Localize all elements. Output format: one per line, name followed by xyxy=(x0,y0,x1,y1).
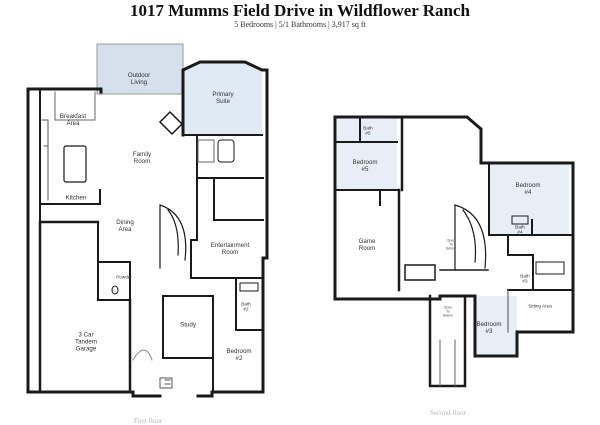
room-label-dining-area: Dining Area xyxy=(116,219,134,233)
room-label-kitchen: Kitchen xyxy=(65,194,87,202)
powder-toilet xyxy=(111,285,119,295)
room-label-powder: Powder xyxy=(116,274,132,280)
breakfast-bay xyxy=(54,91,96,121)
entry-door-swing xyxy=(132,349,153,361)
bath-3-walls xyxy=(507,254,574,291)
room-label-bath-5: Bath #5 xyxy=(363,125,373,136)
kitchen-counter xyxy=(41,119,49,201)
room-label-bath-3: Bath #3 xyxy=(520,273,530,284)
open-to-below-2-rail xyxy=(439,339,456,387)
room-label-bath-4: Bath #4 xyxy=(515,224,525,235)
primary-suite-fill xyxy=(183,62,262,135)
entertainment-room-walls xyxy=(190,277,264,331)
room-label-open-to-below-2: Open To Below xyxy=(443,305,453,319)
first-floor-stair xyxy=(159,204,187,269)
second-floor-plan xyxy=(333,115,575,388)
bedroom-4-walls xyxy=(488,162,574,256)
open-to-below-void xyxy=(397,115,404,292)
room-label-study: Study xyxy=(180,321,196,329)
landing-rail xyxy=(404,264,489,281)
room-label-primary-suite: Primary Suite xyxy=(212,91,234,105)
bedroom-4-fill xyxy=(489,163,569,235)
primary-tub xyxy=(217,139,235,163)
room-label-sitting-area: Sitting Area xyxy=(528,303,552,309)
room-label-entertainment-room: Entertainment Room xyxy=(210,242,250,256)
garage-walls xyxy=(38,220,132,394)
room-label-bedroom-5: Bedroom #5 xyxy=(352,159,378,173)
room-label-outdoor-living: Outdoor Living xyxy=(127,72,151,86)
primary-shower xyxy=(197,139,215,163)
room-label-family-room: Family Room xyxy=(132,151,152,165)
bath-3-tub xyxy=(535,261,565,275)
room-label-bedroom-4: Bedroom #4 xyxy=(515,182,541,196)
kitchen-island xyxy=(63,145,87,183)
second-floor-stair xyxy=(454,204,487,271)
bath-5-fill xyxy=(337,117,397,142)
room-label-breakfast-area: Breakfast Area xyxy=(59,113,87,127)
room-label-garage: 3 Car Tandem Garage xyxy=(74,331,98,353)
study-walls xyxy=(162,295,214,393)
first-floor-plan xyxy=(26,43,269,398)
room-label-open-to-below-1: Open To Below xyxy=(446,238,456,252)
room-label-game-room: Game Room xyxy=(358,238,376,252)
room-label-bath-2: Bath #2 xyxy=(241,301,251,312)
first-floor-label: First floor xyxy=(134,417,163,425)
fireplace xyxy=(158,110,184,136)
bedroom-5-fill xyxy=(337,142,397,190)
plan-title: 1017 Mumms Field Drive in Wildflower Ran… xyxy=(130,1,470,20)
bath-4-tub xyxy=(511,215,529,225)
outdoor-living-fill xyxy=(96,43,184,95)
bath-2-tub xyxy=(239,282,259,292)
second-floor-outer-wall xyxy=(333,115,575,358)
bedroom-5-walls xyxy=(334,116,400,206)
room-label-bedroom-3: Bedroom #3 xyxy=(476,321,502,335)
plan-subtitle: 5 Bedrooms | 5/1 Bathrooms | 3,917 sq ft xyxy=(234,20,366,29)
open-to-below-2-walls xyxy=(428,294,467,388)
bedroom-3-fill xyxy=(475,296,517,356)
second-floor-label: Second floor xyxy=(430,409,466,417)
room-label-bedroom-2: Bedroom #2 xyxy=(226,348,252,362)
entry-steps xyxy=(159,377,173,389)
powder-walls xyxy=(97,221,131,301)
kitchen-wall xyxy=(39,88,101,223)
primary-bath-walls xyxy=(182,134,264,279)
